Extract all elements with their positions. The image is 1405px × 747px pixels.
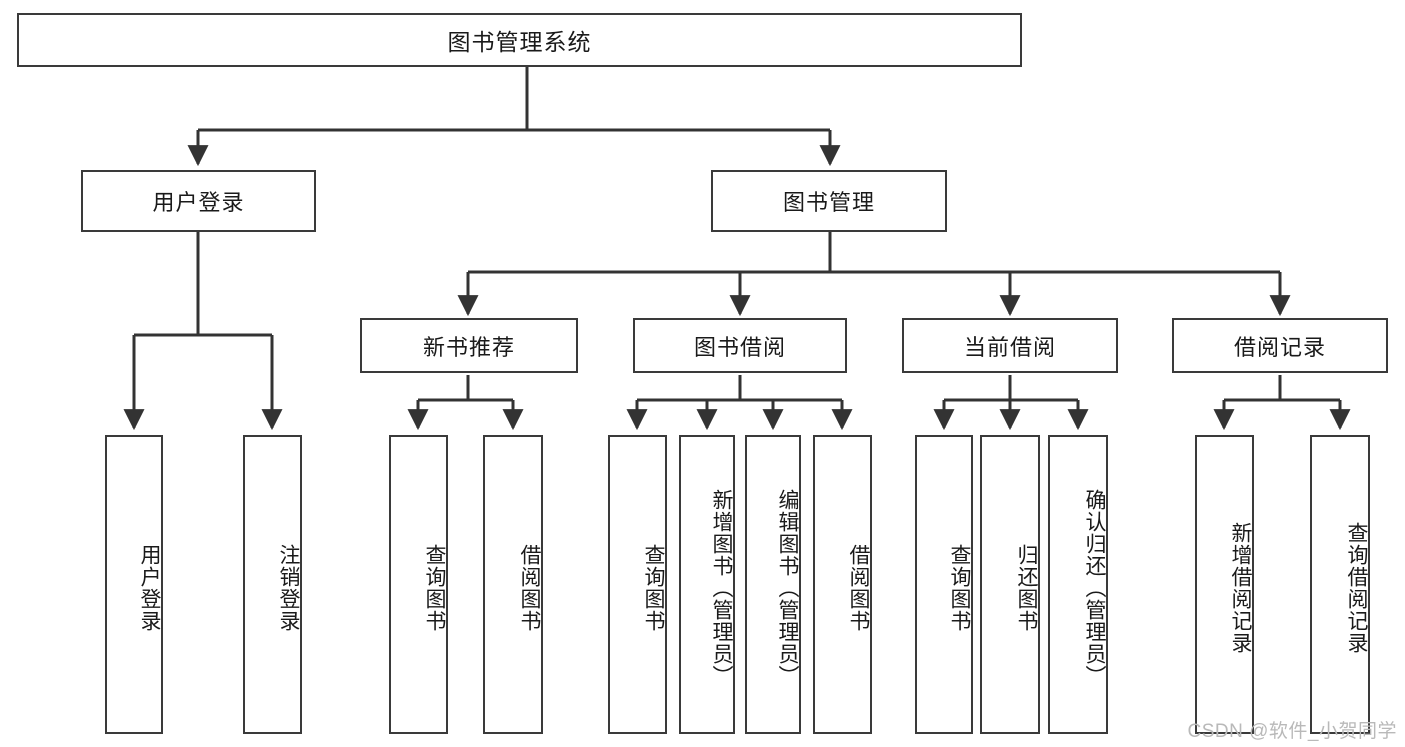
leaf-user-login-signin[interactable]: 用户登录 <box>105 435 163 734</box>
leaf-book-borrow-edit[interactable]: 编辑图书（管理员） <box>745 435 801 734</box>
leaf-current-borrow-query[interactable]: 查询图书 <box>915 435 973 734</box>
node-root-system[interactable]: 图书管理系统 <box>17 13 1022 67</box>
leaf-new-book-query[interactable]: 查询图书 <box>389 435 448 734</box>
leaf-borrow-record-query[interactable]: 查询借阅记录 <box>1310 435 1370 734</box>
leaf-current-borrow-confirm-return[interactable]: 确认归还（管理员） <box>1048 435 1108 734</box>
leaf-new-book-borrow[interactable]: 借阅图书 <box>483 435 543 734</box>
node-user-login[interactable]: 用户登录 <box>81 170 316 232</box>
leaf-borrow-record-add[interactable]: 新增借阅记录 <box>1195 435 1254 734</box>
node-current-borrow[interactable]: 当前借阅 <box>902 318 1118 373</box>
node-new-book-recommend[interactable]: 新书推荐 <box>360 318 578 373</box>
leaf-book-borrow-lend[interactable]: 借阅图书 <box>813 435 872 734</box>
node-book-management[interactable]: 图书管理 <box>711 170 947 232</box>
node-borrow-record[interactable]: 借阅记录 <box>1172 318 1388 373</box>
node-book-borrow[interactable]: 图书借阅 <box>633 318 847 373</box>
leaf-current-borrow-return[interactable]: 归还图书 <box>980 435 1040 734</box>
leaf-book-borrow-add[interactable]: 新增图书（管理员） <box>679 435 735 734</box>
leaf-user-login-signout[interactable]: 注销登录 <box>243 435 302 734</box>
leaf-book-borrow-query[interactable]: 查询图书 <box>608 435 667 734</box>
